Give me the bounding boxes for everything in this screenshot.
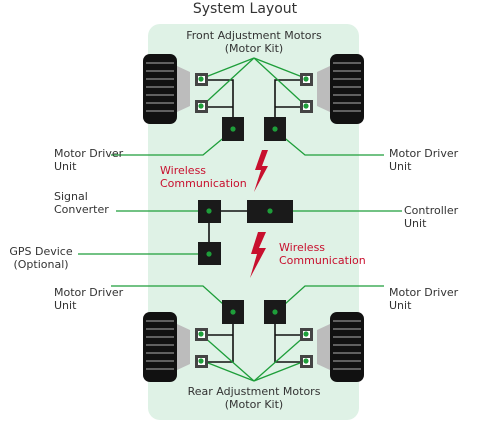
signal-converter-line2: Converter: [54, 203, 109, 216]
gps-device-label: GPS Device (Optional): [2, 245, 80, 271]
gps-device-line2: (Optional): [13, 258, 69, 271]
wireless-lower-line1: Wireless: [279, 241, 326, 254]
motor-driver-rear-left-line2: Unit: [54, 299, 77, 312]
motor-driver-front-right-label: Motor Driver Unit: [389, 147, 458, 173]
signal-converter-label: Signal Converter: [54, 190, 109, 216]
motor-driver-front-left-line1: Motor Driver: [54, 147, 124, 160]
controller-unit-line1: Controller: [404, 204, 459, 217]
controller-unit-label: Controller Unit: [404, 204, 458, 230]
motor-driver-rear-right-line2: Unit: [389, 299, 412, 312]
wheel-rear-left: [143, 312, 190, 382]
front-motors-label: Front Adjustment Motors (Motor Kit): [154, 29, 354, 55]
wireless-upper-label: Wireless Communication: [160, 164, 247, 190]
wheel-rear-right: [317, 312, 364, 382]
wheel-front-left: [143, 54, 190, 124]
rear-motors-label: Rear Adjustment Motors (Motor Kit): [154, 385, 354, 411]
signal-converter-line1: Signal: [54, 190, 88, 203]
wireless-bolt-upper-icon: [254, 150, 268, 192]
motor-driver-rear-left-line1: Motor Driver: [54, 286, 124, 299]
rear-motors-label-line1: Rear Adjustment Motors: [187, 385, 321, 398]
motor-driver-front-left-line2: Unit: [54, 160, 77, 173]
diagram-title: System Layout: [192, 1, 298, 17]
gps-device-line1: GPS Device: [9, 245, 73, 258]
front-motors-label-line2: (Motor Kit): [224, 42, 284, 55]
front-motors-label-line1: Front Adjustment Motors: [186, 29, 322, 42]
motor-driver-rear-right-label: Motor Driver Unit: [389, 286, 458, 312]
wireless-upper-line1: Wireless: [160, 164, 207, 177]
connection-dots: [198, 76, 309, 364]
wireless-lower-label: Wireless Communication: [279, 241, 366, 267]
wireless-lower-line2: Communication: [279, 254, 366, 267]
rear-motors-label-line2: (Motor Kit): [224, 398, 284, 411]
wireless-bolt-lower-icon: [250, 232, 266, 278]
motor-driver-rear-left-label: Motor Driver Unit: [54, 286, 123, 312]
motor-driver-front-right-line2: Unit: [389, 160, 412, 173]
wireless-upper-line2: Communication: [160, 177, 247, 190]
controller-unit-line2: Unit: [404, 217, 427, 230]
motor-driver-front-right-line1: Motor Driver: [389, 147, 459, 160]
motor-driver-rear-right-line1: Motor Driver: [389, 286, 459, 299]
wheel-front-right: [317, 54, 364, 124]
motor-driver-front-left-label: Motor Driver Unit: [54, 147, 123, 173]
